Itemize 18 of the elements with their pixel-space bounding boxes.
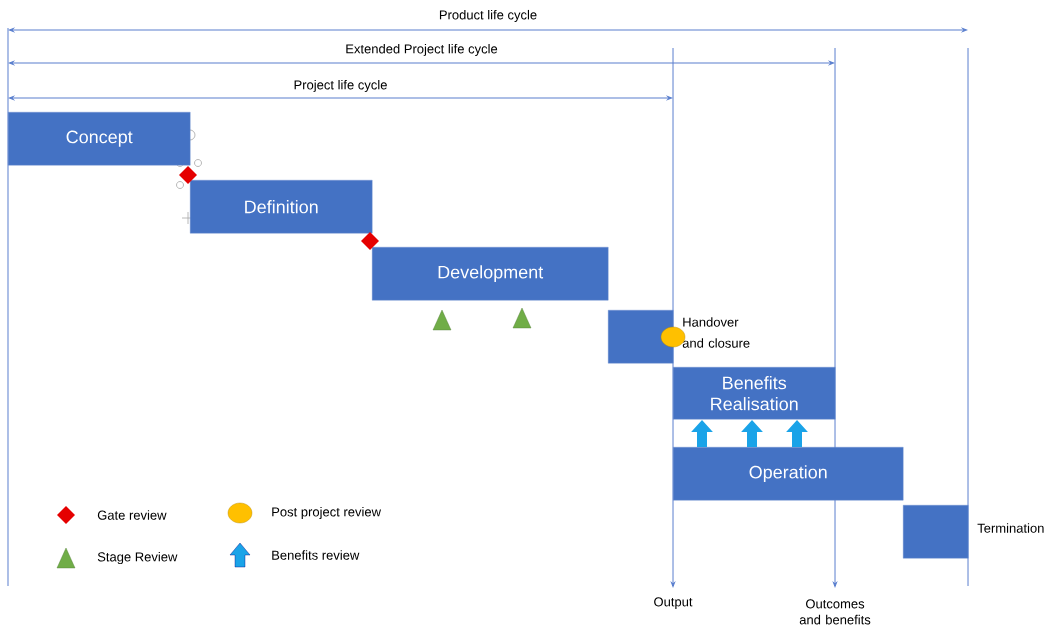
dimension-label: Project life cycle [294, 79, 387, 93]
dimension-label: Product life cycle [439, 9, 537, 23]
phase-box: Concept [8, 112, 191, 166]
milestone-label: Output [654, 597, 693, 609]
legend-label: Post project review [272, 506, 382, 520]
dimension-label: Extended Project life cycle [346, 43, 498, 57]
legend-label: Benefits review [272, 550, 360, 560]
phase-box: Benefits Realisation [673, 367, 836, 420]
legend-label: Stage Review [97, 551, 178, 565]
phase-box [608, 310, 674, 364]
phase-box: Development [372, 247, 609, 301]
phase-box [903, 505, 969, 559]
legend-label: Gate review [97, 510, 167, 520]
milestone-label: Outcomes and benefits [799, 599, 871, 625]
phase-label: Handover and closure [682, 317, 750, 348]
phase-label: Termination [977, 523, 1044, 533]
phase-box: Definition [190, 180, 373, 234]
phase-box: Operation [673, 447, 904, 501]
